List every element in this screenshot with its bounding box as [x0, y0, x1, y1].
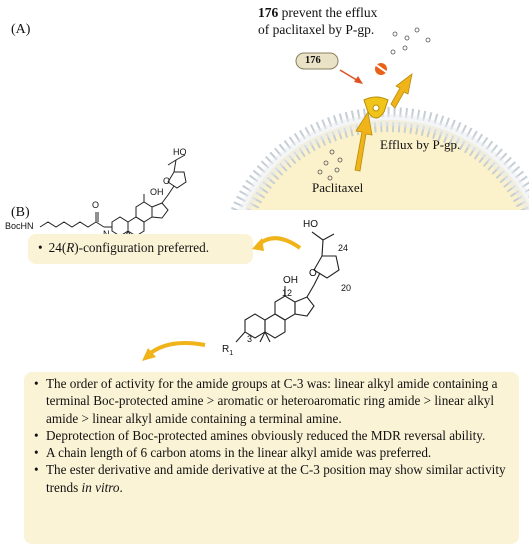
sar-bullet-list: The order of activity for the amide grou…	[30, 375, 510, 496]
paclitaxel-arrow	[354, 110, 373, 172]
pill-label: 176	[305, 55, 321, 66]
oh-label-a: OH	[150, 187, 164, 197]
ho-label-a: HO	[173, 147, 187, 157]
ring-o-label-b: O	[309, 268, 317, 279]
membrane-outer	[230, 107, 529, 210]
efflux-label: Efflux by P-gp.	[380, 137, 461, 152]
config-callout-box	[28, 234, 253, 264]
c24-label: 24	[338, 243, 349, 253]
membrane-inner	[246, 122, 529, 210]
sar-bullet-3: A chain length of 6 carbon atoms in the …	[30, 444, 510, 462]
linker-chain	[39, 221, 97, 228]
thf-ring-b	[313, 255, 340, 279]
config-prefix: 24(	[48, 240, 67, 255]
config-italic: R	[66, 240, 75, 255]
r1-main: R	[222, 344, 230, 355]
ring-d	[151, 202, 169, 219]
r1-sub: 1	[229, 350, 234, 357]
carbonyl-o-label: O	[92, 200, 100, 210]
sar-bullet-1: The order of activity for the amide grou…	[30, 375, 510, 427]
config-suffix: )-configuration preferred.	[74, 240, 210, 255]
panel-a-label: (A)	[11, 22, 31, 37]
curved-arrow-config	[256, 236, 302, 250]
curved-arrow-c3	[146, 341, 206, 357]
ring-o-label-a: O	[163, 176, 171, 186]
sar-bullet-4: The ester derivative and amide derivativ…	[30, 461, 510, 496]
ring-c-b	[274, 295, 296, 321]
callout-num: 176	[258, 5, 279, 20]
pill-176	[295, 52, 339, 70]
panel-b-label: (B)	[11, 205, 30, 220]
ring-d-b	[294, 296, 315, 317]
efflux-arrow	[390, 73, 413, 109]
callout-text: 176 prevent the efflux of paclitaxel by …	[258, 4, 377, 38]
c3-label: 3	[247, 334, 253, 344]
sar-bullet-2: Deprotection of Boc-protected amines obv…	[30, 427, 510, 445]
sar-bullet-4-main: The ester derivative and amide derivativ…	[46, 462, 506, 495]
paclitaxel-label: Paclitaxel	[312, 180, 364, 195]
c12-label: 12	[282, 288, 293, 298]
sar-bullet-4-italic: in vitro	[81, 479, 120, 495]
thf-ring	[167, 171, 187, 189]
ho-label-b: HO	[303, 219, 318, 230]
sar-bullet-4-end: .	[119, 479, 123, 495]
boc-hn-label: BocHN	[5, 221, 34, 231]
callout-line2: of paclitaxel by P-gp.	[258, 22, 375, 37]
c20-label: 20	[341, 283, 352, 293]
callout-line1: prevent the efflux	[278, 5, 378, 20]
oh-label-b: OH	[283, 275, 298, 286]
config-bullet: •24(R)-configuration preferred.	[38, 240, 210, 255]
r1-label: R1	[222, 344, 233, 357]
molecule-bubbles	[317, 27, 431, 181]
